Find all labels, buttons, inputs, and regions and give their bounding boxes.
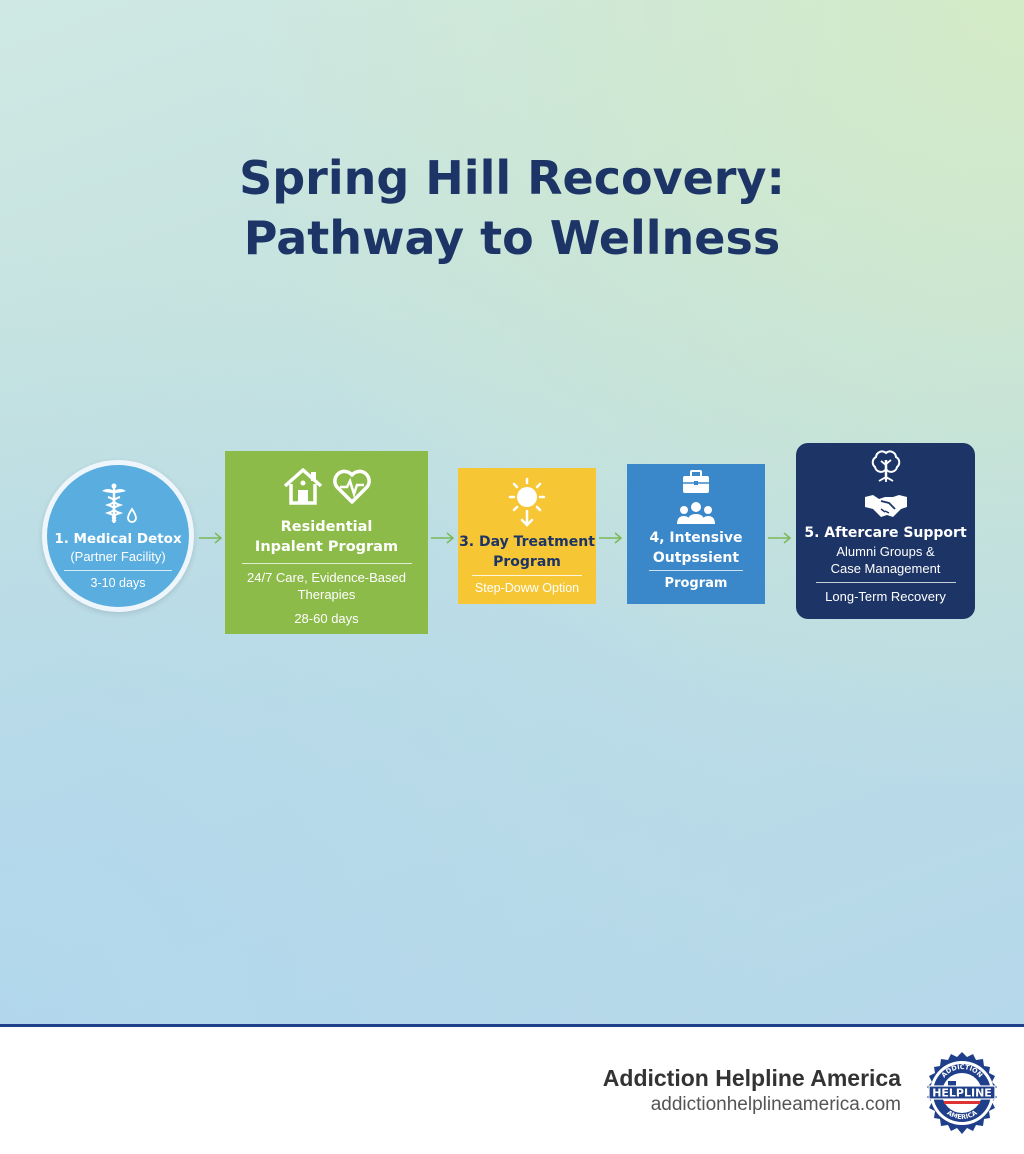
step-residential-inpatient: Residential Inpalent Program 24/7 Care, … [225, 451, 428, 634]
step-intensive-outpatient: 4, Intensive Outpssient Program [627, 464, 765, 604]
helpline-badge-logo: HELPLINE ADDICTION AMERICA [927, 1052, 997, 1134]
step-3-label-line-1: 3. Day Treatment [459, 534, 595, 550]
brand-name: Addiction Helpline America [602, 1065, 901, 1091]
tree-icon [869, 450, 903, 487]
step-2-label: Residential Inpalent Program [225, 517, 428, 557]
heart-pulse-icon [332, 468, 372, 509]
footer: Addiction Helpline America addictionhelp… [0, 1027, 1024, 1154]
step-5-desc: Alumni Groups & Case Management [796, 543, 975, 577]
step-2-desc: 24/7 Care, Evidence-Based Therapies [225, 569, 428, 603]
divider [649, 570, 743, 571]
step-4-icons [627, 470, 765, 530]
footer-rule [0, 1024, 1024, 1027]
briefcase-icon [681, 470, 711, 499]
step-medical-detox: 1. Medical Detox (Partner Facility) 3-10… [42, 460, 194, 612]
step-2-label-line-1: Residential [280, 519, 373, 535]
step-3-label: 3. Day Treatment Program [458, 532, 596, 572]
step-5-icons [796, 450, 975, 524]
step-5-desc-line-2: Case Management [830, 561, 941, 576]
logo-bottom-text: AMERICA [945, 1109, 978, 1121]
divider [815, 582, 956, 583]
group-icon [676, 501, 716, 530]
title-line-1: Spring Hill Recovery: [239, 151, 785, 205]
house-icon [282, 466, 324, 511]
caduceus-icon [47, 481, 189, 527]
step-5-desc-line-1: Alumni Groups & [836, 544, 935, 559]
title-line-2: Pathway to Wellness [243, 211, 781, 265]
step-day-treatment: 3. Day Treatment Program Step-Doww Optio… [458, 468, 596, 604]
step-5-duration: Long-Term Recovery [825, 589, 946, 604]
step-2-icons [225, 467, 428, 509]
step-1-label: 1. Medical Detox [54, 531, 182, 547]
step-3-label-line-2: Program [493, 554, 561, 570]
arrow-right-icon [199, 532, 223, 544]
page-title: Spring Hill Recovery: Pathway to Wellnes… [0, 148, 1024, 268]
handshake-icon [863, 489, 909, 524]
sun-icon [458, 476, 596, 530]
step-5-label: 5. Aftercare Support [804, 525, 967, 541]
arrow-right-icon [768, 532, 792, 544]
brand: Addiction Helpline America addictionhelp… [603, 1065, 901, 1116]
step-2-duration: 28-60 days [294, 611, 359, 626]
divider [472, 575, 582, 576]
arrow-right-icon [599, 532, 623, 544]
step-4-label-line-1: 4, Intensive [649, 530, 743, 546]
step-1-duration: 3-10 days [90, 576, 146, 590]
divider [241, 563, 412, 564]
step-2-desc-line-1: 24/7 Care, Evidence-Based [247, 570, 406, 585]
step-1-sub: (Partner Facility) [70, 549, 166, 564]
step-aftercare-support: 5. Aftercare Support Alumni Groups & Cas… [796, 443, 975, 619]
arrow-right-icon [431, 532, 455, 544]
step-2-label-line-2: Inpalent Program [254, 539, 399, 555]
step-4-label-line-2: Outpssient [652, 550, 740, 566]
step-2-desc-line-2: Therapies [297, 587, 356, 602]
step-4-label: 4, Intensive Outpssient [627, 528, 765, 568]
step-3-desc: Step-Doww Option [474, 581, 580, 595]
divider [64, 570, 172, 571]
brand-url[interactable]: addictionhelplineamerica.com [650, 1094, 901, 1115]
svg-text:AMERICA: AMERICA [945, 1109, 978, 1121]
step-4-desc: Program [664, 576, 728, 591]
logo-main-text: HELPLINE [932, 1087, 992, 1100]
